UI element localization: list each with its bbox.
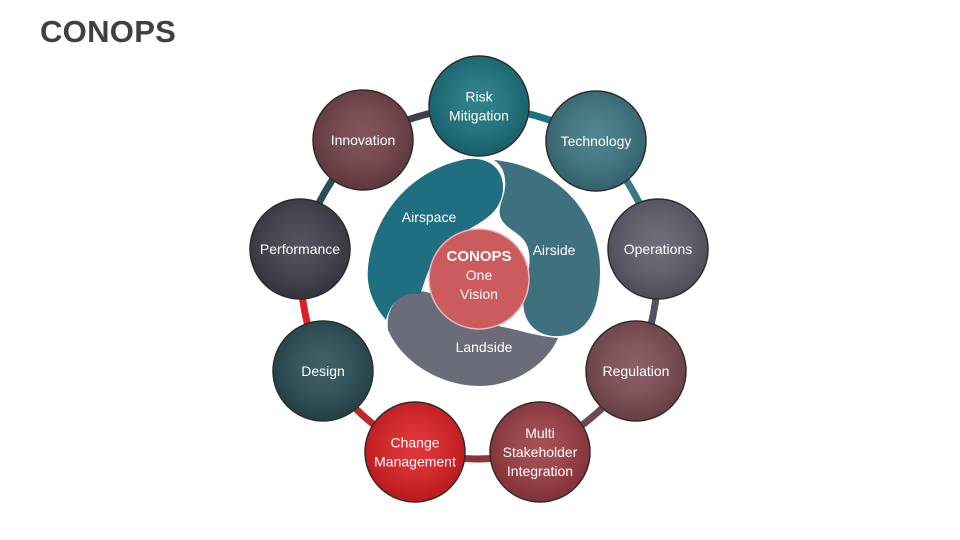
- node-shade: [430, 57, 528, 155]
- petal-airside: [494, 160, 600, 337]
- node-shade: [491, 403, 589, 501]
- node-label: Multi: [525, 425, 555, 441]
- node-shade: [274, 322, 372, 420]
- node-shade: [609, 200, 707, 298]
- petal-label-airside: Airside: [533, 242, 576, 258]
- center-line-vision: Vision: [460, 286, 498, 302]
- petal-label-landside: Landside: [456, 339, 513, 355]
- node-shade: [314, 91, 412, 189]
- node-label: Integration: [507, 463, 573, 479]
- petal-label-airspace: Airspace: [402, 209, 457, 225]
- concept-node-technology: Technology: [545, 90, 647, 192]
- concept-node-regulation: Regulation: [585, 320, 687, 422]
- node-label: Management: [374, 454, 456, 470]
- concept-node-innovation: Innovation: [312, 89, 414, 191]
- inner-petals: [367, 158, 600, 386]
- center-title: CONOPS: [446, 248, 511, 265]
- node-label: Change: [390, 435, 439, 451]
- concept-node-performance: Performance: [249, 198, 351, 300]
- node-label: Performance: [260, 241, 340, 257]
- node-label: Technology: [561, 133, 632, 149]
- node-label: Risk: [465, 89, 493, 105]
- node-shade: [251, 200, 349, 298]
- petal-airspace: [367, 158, 504, 320]
- center-circle: [428, 228, 530, 330]
- node-shade: [547, 92, 645, 190]
- concept-node-operations: Operations: [607, 198, 709, 300]
- node-label: Innovation: [331, 132, 396, 148]
- node-shade: [587, 322, 685, 420]
- outer-nodes: RiskMitigationTechnologyOperationsRegula…: [249, 55, 709, 503]
- node-label: Regulation: [603, 363, 670, 379]
- concept-node-design: Design: [272, 320, 374, 422]
- center-line-one: One: [466, 267, 493, 283]
- node-label: Stakeholder: [503, 444, 578, 460]
- node-label: Design: [301, 363, 345, 379]
- node-label: Operations: [624, 241, 692, 257]
- node-label: Mitigation: [449, 108, 509, 124]
- petal-landside: [387, 291, 558, 386]
- node-shade: [366, 403, 464, 501]
- page-title: CONOPS: [40, 14, 177, 49]
